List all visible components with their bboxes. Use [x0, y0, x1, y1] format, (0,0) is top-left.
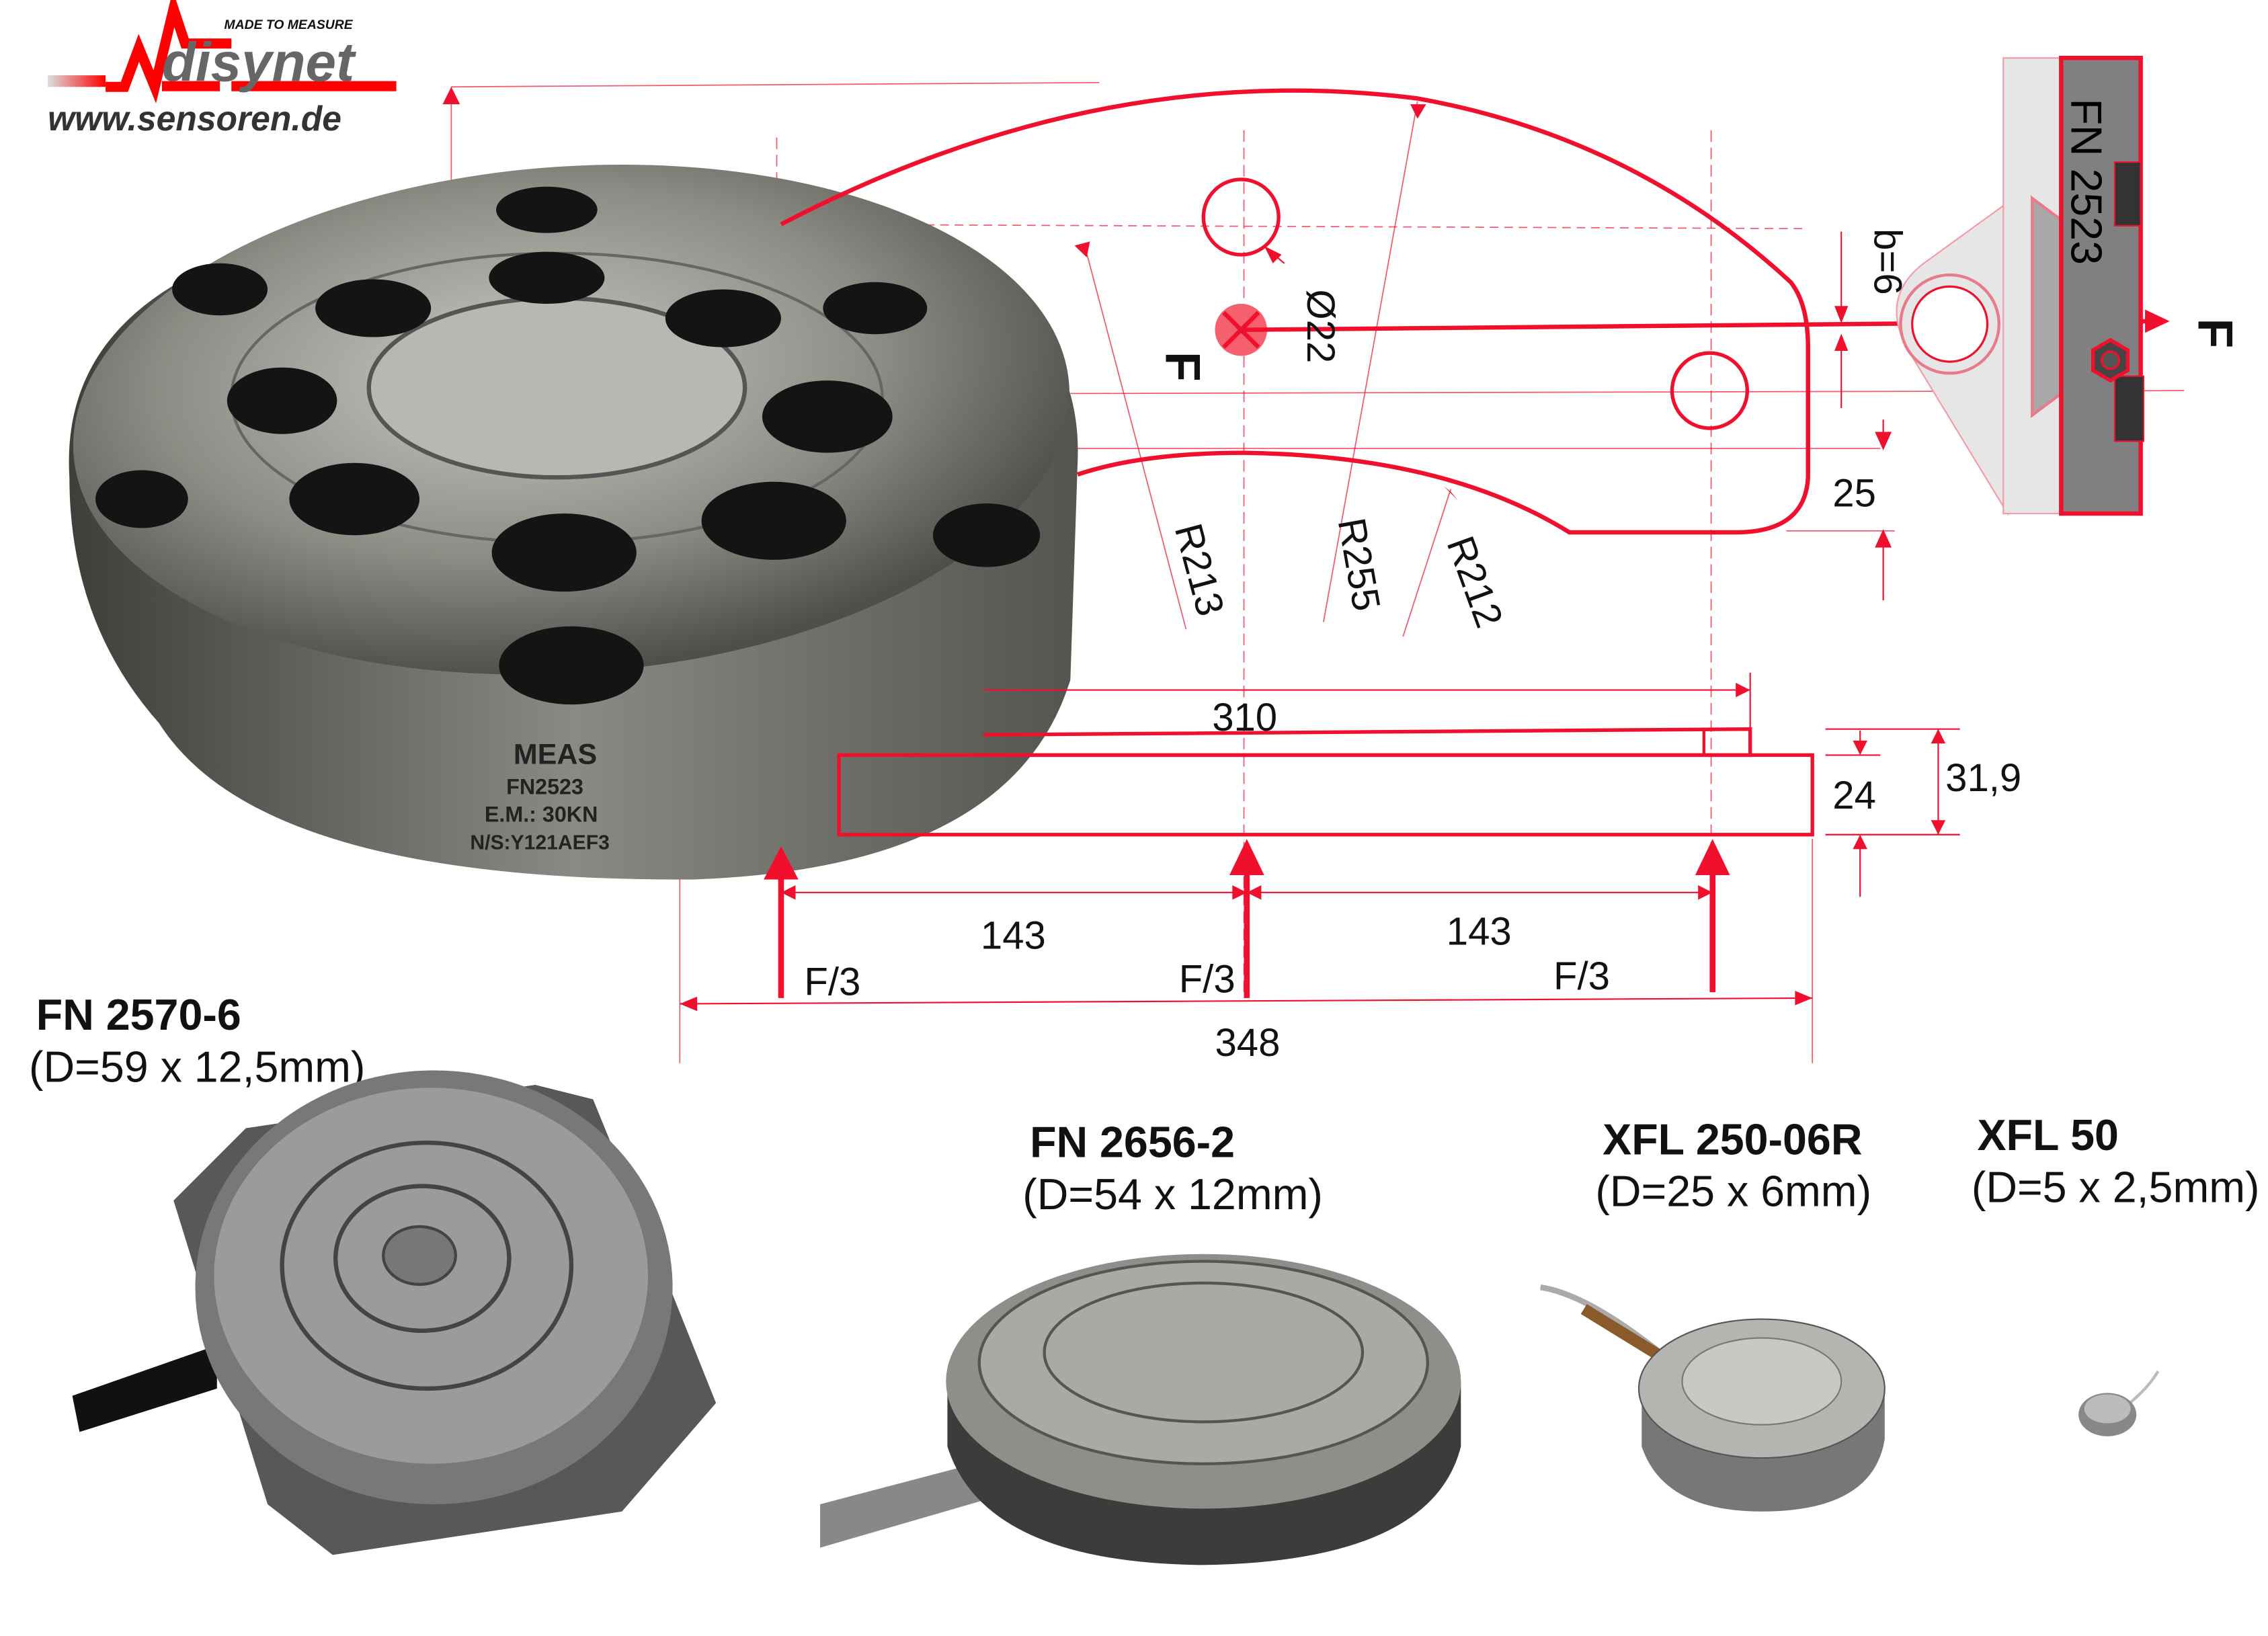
product-name: XFL 250-06R [1603, 1115, 1862, 1163]
construction-lines [442, 81, 2185, 1063]
height-25: 25 [1832, 471, 1876, 515]
load-arrows [764, 839, 1730, 998]
force-right-label: F [2188, 319, 2243, 349]
product-xfl250-06r: XFL 250-06R (D=25 x 6mm) [1540, 1115, 1886, 1512]
fn2523-photo: MEAS FN2523 E.M.: 30KN N/S:Y121AEF3 [69, 164, 1078, 880]
photo-marking: E.M.: 30KN [485, 802, 598, 826]
disynet-logo[interactable]: MADE TO MEASURE disynet www.sensoren.de [48, 0, 397, 138]
span-left: 143 [981, 914, 1046, 958]
radius-label: R255 [1330, 515, 1389, 614]
product-name: FN 2570-6 [36, 991, 241, 1039]
side-view: 310 24 31,9 143 143 F/3 F/3 F/3 348 [680, 672, 2021, 1065]
radius-label: R212 [1439, 530, 1512, 633]
upper-bore [1201, 177, 1281, 257]
mounting-holes [95, 186, 1041, 705]
product-dims: (D=59 x 12,5mm) [29, 1043, 365, 1092]
photo-marking: FN2523 [506, 774, 583, 799]
product-dims: (D=5 x 2,5mm) [1972, 1163, 2260, 1211]
radius-label: R213 [1166, 519, 1233, 620]
logo-tagline: MADE TO MEASURE [225, 17, 354, 32]
photo-marking: N/S:Y121AEF3 [470, 831, 610, 854]
product-name: FN 2656-2 [1030, 1118, 1235, 1167]
offset-label: b=6 [1866, 229, 1910, 295]
sensor-label: FN 2523 [2062, 98, 2110, 265]
load-label: F/3 [1179, 957, 1236, 1001]
span-right: 143 [1447, 909, 1512, 953]
thickness-24: 24 [1832, 774, 1876, 817]
thickness-31-9: 31,9 [1945, 756, 2021, 800]
total-348: 348 [1215, 1021, 1281, 1065]
load-label: F/3 [804, 960, 860, 1004]
product-dims: (D=25 x 6mm) [1595, 1168, 1871, 1216]
length-310: 310 [1212, 696, 1277, 739]
force-arrow-icon [2145, 309, 2170, 333]
photo-marking: MEAS [514, 738, 597, 770]
fn2523-sensor [2059, 56, 2143, 516]
product-xfl50: XFL 50 (D=5 x 2,5mm) [1972, 1111, 2260, 1436]
logo-brand: disynet [162, 32, 357, 93]
product-dims: (D=54 x 12mm) [1022, 1170, 1323, 1219]
sensor-bracket: FN 2523 [1896, 56, 2145, 516]
force-label: F [1155, 352, 1210, 382]
product-name: XFL 50 [1977, 1111, 2118, 1159]
lower-bore [1670, 351, 1750, 430]
product-fn2570-6: FN 2570-6 (D=59 x 12,5mm) [29, 991, 717, 1555]
logo-url: www.sensoren.de [48, 99, 341, 138]
load-label: F/3 [1553, 954, 1610, 998]
bore-diameter: Ø22 [1299, 290, 1342, 364]
product-fn2656-2: FN 2656-2 (D=54 x 12mm) [820, 1118, 1461, 1565]
